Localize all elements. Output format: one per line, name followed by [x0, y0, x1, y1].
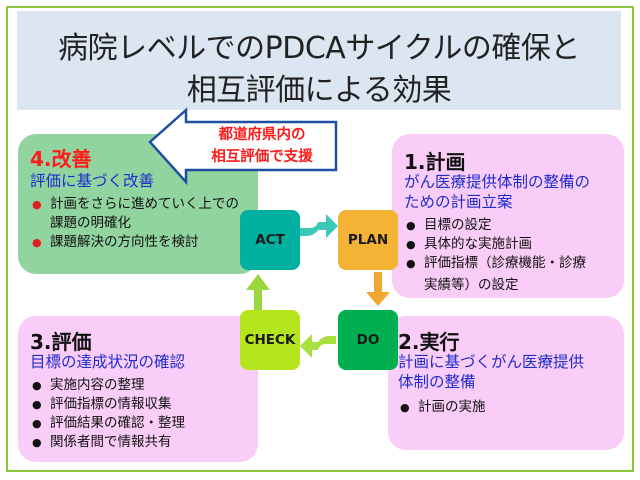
- plan-subtitle-line-1: がん医療提供体制の整備の: [404, 173, 591, 191]
- do-box: DO: [338, 310, 398, 370]
- list-item: 目標の設定: [404, 216, 586, 235]
- plan-item-continuation: 実績等）の設定: [424, 277, 519, 293]
- list-item-continuation: 課題の明確化: [50, 215, 131, 231]
- check-bullet-list: 実施内容の整理 評価指標の情報収集 評価結果の確認・整理 関係者間で情報共有: [30, 376, 185, 452]
- check-box: CHECK: [240, 310, 300, 370]
- plan-subtitle-line-2: ための計画立案: [404, 193, 513, 211]
- list-item: 実施内容の整理: [30, 376, 185, 395]
- title-line-2: 相互評価による効果: [186, 73, 452, 108]
- callout-line-1: 都道府県内の: [218, 127, 306, 143]
- plan-box: PLAN: [338, 210, 398, 270]
- title-line-1: 病院レベルでのPDCAサイクルの確保と: [58, 31, 580, 66]
- title-box: 病院レベルでのPDCAサイクルの確保と 相互評価による効果: [17, 11, 621, 110]
- list-item: 計画の実施: [398, 398, 486, 417]
- do-panel: [388, 316, 624, 450]
- arrow-do-to-check: [300, 334, 336, 358]
- do-subtitle-line-2: 体制の整備: [398, 373, 476, 391]
- callout-line-2: 相互評価で支援: [211, 149, 313, 165]
- act-box: ACT: [240, 210, 300, 270]
- check-heading: 3.評価: [30, 330, 92, 354]
- arrow-check-to-act: [246, 274, 270, 312]
- do-bullet-list: 計画の実施: [398, 398, 486, 417]
- callout-text: 都道府県内の 相互評価で支援: [190, 124, 334, 168]
- do-heading: 2.実行: [398, 330, 460, 354]
- plan-heading: 1.計画: [404, 150, 466, 174]
- list-item: 評価指標（診療機能・診療: [404, 254, 586, 273]
- list-item: 関係者間で情報共有: [30, 433, 185, 452]
- plan-bullet-list: 目標の設定 具体的な実施計画 評価指標（診療機能・診療: [404, 216, 586, 273]
- list-item: 課題の明確化: [30, 214, 239, 233]
- callout-arrow-shape: [148, 107, 338, 186]
- list-item: 計画をさらに進めていく上での: [30, 195, 239, 214]
- act-heading: 4.改善: [30, 147, 92, 171]
- list-item: 課題解決の方向性を検討: [30, 233, 239, 252]
- act-subtitle: 評価に基づく改善: [30, 172, 155, 190]
- do-subtitle-line-1: 計画に基づくがん医療提供: [398, 353, 585, 371]
- arrow-act-to-plan: [300, 214, 338, 238]
- list-item: 評価指標の情報収集: [30, 395, 185, 414]
- act-bullet-list: 計画をさらに進めていく上での 課題の明確化 課題解決の方向性を検討: [30, 195, 239, 252]
- list-item: 具体的な実施計画: [404, 235, 586, 254]
- check-subtitle: 目標の達成状況の確認: [30, 353, 186, 371]
- list-item: 評価結果の確認・整理: [30, 414, 185, 433]
- arrow-plan-to-do: [366, 272, 390, 306]
